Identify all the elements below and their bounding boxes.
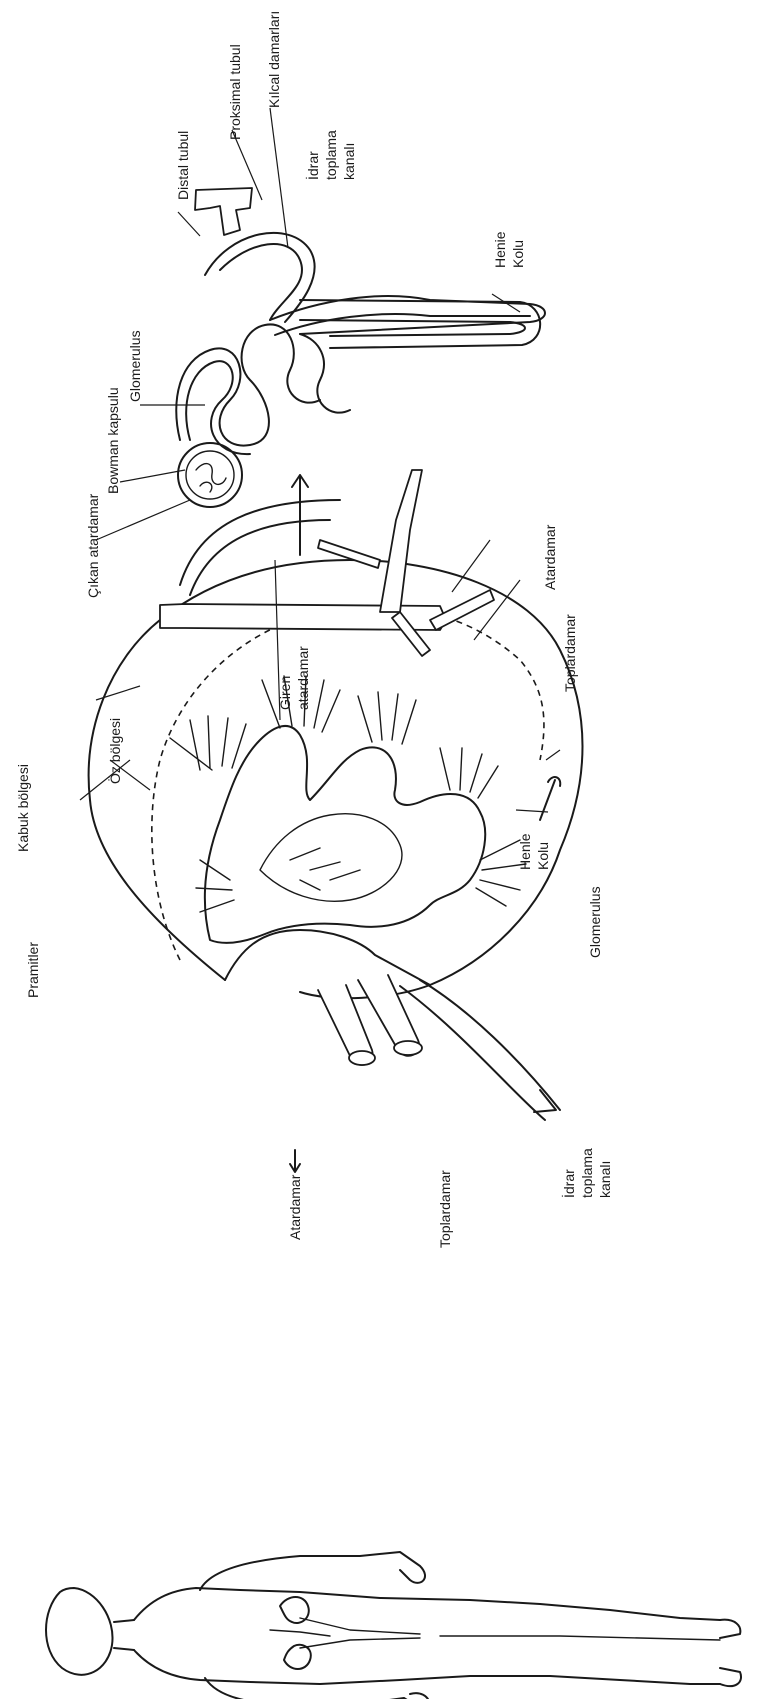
nephron-detail [80,108,560,812]
label-henle-kolu-nephron-2: Kolu [510,240,526,268]
label-glomerulus-nephron: Glomerulus [127,330,143,402]
label-idrar-toplama-3: kanalı [341,143,357,180]
giren-atardamar-arrow [292,475,308,555]
ureter [400,980,560,1120]
collecting-duct [195,188,252,235]
label-bowman-kapsulu: Bowman kapsulu [105,387,121,494]
label-kabuk-bolgesi: Kabuk bölgesi [15,764,31,852]
label-giren-atardamar-1: Giren [277,676,293,710]
label-atardamar-kidney: Atardamar [287,1174,303,1240]
tubules [176,233,545,454]
label-pramitler: Pramitler [25,942,41,998]
label-henle-kolu-kidney-2: Kolu [535,842,551,870]
label-distal-tubul: Distal tubul [175,131,191,200]
label-idrar-kidney-1: İdrar [560,1169,577,1198]
label-kilcal-damarlar: Kılcal damarları [266,11,282,108]
nephron-leader-lines [80,108,560,812]
human-body-figure [46,1552,741,1699]
label-idrar-kidney-3: kanalı [597,1161,613,1198]
label-cikan-atardamar: Çıkan atardamar [85,493,101,598]
label-oz-bolgesi: Öz bölgesi [106,718,123,784]
label-idrar-toplama-1: İdrar [304,151,321,180]
label-henle-kolu-kidney-1: Henle [517,833,533,870]
medulla-boundary [152,606,544,960]
label-toplardamar-nephron: Toplardamar [562,614,578,692]
label-toplardamar-kidney: Toplardamar [437,1170,453,1248]
label-glomerulus-kidney: Glomerulus [587,886,603,958]
label-idrar-kidney-2: toplama [579,1148,595,1198]
label-giren-atardamar-2: atardamar [295,646,311,710]
kidney-cross-section [89,475,583,1172]
label-idrar-toplama-2: toplama [323,130,339,180]
label-atardamar-nephron: Atardamar [542,524,558,590]
label-proksimal-tubul: Proksimal tubul [227,44,243,140]
label-henle-kolu-nephron-1: Henie [492,231,508,268]
